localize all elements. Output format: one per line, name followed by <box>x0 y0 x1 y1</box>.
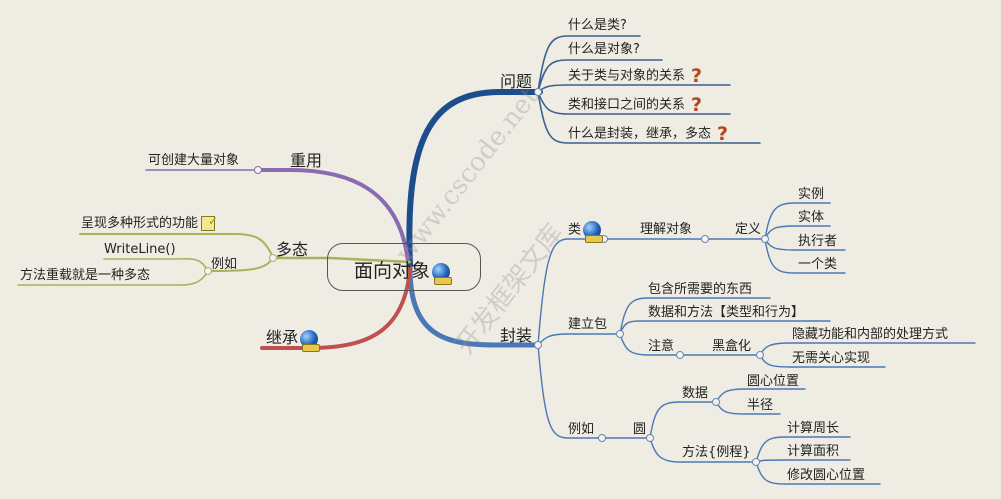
topic-poly-example[interactable]: 例如 <box>211 257 238 272</box>
topic-circle-data[interactable]: 数据 <box>682 386 709 401</box>
central-topic[interactable]: 面向对象 <box>327 243 481 291</box>
topic-radius[interactable]: 半径 <box>747 398 774 413</box>
topic-calc-area[interactable]: 计算面积 <box>787 444 840 459</box>
topic-circle-methods[interactable]: 方法{例程} <box>682 445 751 460</box>
topic-wenti[interactable]: 问题 <box>500 72 533 91</box>
globe-icon <box>432 262 453 285</box>
topic-reuse[interactable]: 重用 <box>290 151 323 170</box>
topic-move-center[interactable]: 修改圆心位置 <box>787 468 866 483</box>
topic-build-package[interactable]: 建立包 <box>568 317 608 332</box>
central-topic-label: 面向对象 <box>354 256 453 285</box>
topic-overload[interactable]: 方法重载就是一种多态 <box>20 268 151 283</box>
globe-icon <box>300 329 321 352</box>
topic-a-class[interactable]: 一个类 <box>798 257 838 272</box>
topic-class-interface-relation[interactable]: 类和接口之间的关系? <box>568 94 703 116</box>
topic-circle[interactable]: 圆 <box>633 422 647 437</box>
topic-calc-perimeter[interactable]: 计算周长 <box>787 421 840 436</box>
topic-understand-object[interactable]: 理解对象 <box>640 222 693 237</box>
topic-black-box[interactable]: 黑盒化 <box>712 339 752 354</box>
topic-create-many-objects[interactable]: 可创建大量对象 <box>148 153 240 168</box>
topic-contains-needed[interactable]: 包含所需要的东西 <box>648 282 753 297</box>
topic-inheritance[interactable]: 继承 <box>266 328 321 352</box>
topic-attention[interactable]: 注意 <box>648 339 675 354</box>
topic-instance[interactable]: 实例 <box>798 187 825 202</box>
topic-encapsulation[interactable]: 封装 <box>500 326 533 345</box>
topic-encap-example[interactable]: 例如 <box>568 422 595 437</box>
topic-encap-inherit-poly[interactable]: 什么是封装，继承，多态? <box>568 123 729 145</box>
topic-what-is-object[interactable]: 什么是对象? <box>568 42 640 57</box>
question-icon: ? <box>691 65 703 87</box>
topic-data-and-methods[interactable]: 数据和方法【类型和行为】 <box>648 305 805 320</box>
topic-class-object-relation[interactable]: 关于类与对象的关系? <box>568 65 703 87</box>
question-icon: ? <box>717 123 729 145</box>
topic-definition[interactable]: 定义 <box>735 222 762 237</box>
topic-class[interactable]: 类 <box>568 221 604 243</box>
globe-icon <box>583 221 604 243</box>
topic-center-position[interactable]: 圆心位置 <box>747 374 800 389</box>
note-icon <box>201 213 218 231</box>
topic-what-is-class[interactable]: 什么是类? <box>568 18 627 33</box>
topic-executor[interactable]: 执行者 <box>798 234 838 249</box>
question-icon: ? <box>691 94 703 116</box>
topic-multiple-forms[interactable]: 呈现多种形式的功能 <box>81 213 218 232</box>
topic-writeline[interactable]: WriteLine() <box>104 242 176 257</box>
topic-hide-functions[interactable]: 隐藏功能和内部的处理方式 <box>792 327 949 342</box>
topic-entity[interactable]: 实体 <box>798 210 825 225</box>
topic-no-need-impl[interactable]: 无需关心实现 <box>792 351 871 366</box>
topic-polymorphism[interactable]: 多态 <box>276 240 309 259</box>
